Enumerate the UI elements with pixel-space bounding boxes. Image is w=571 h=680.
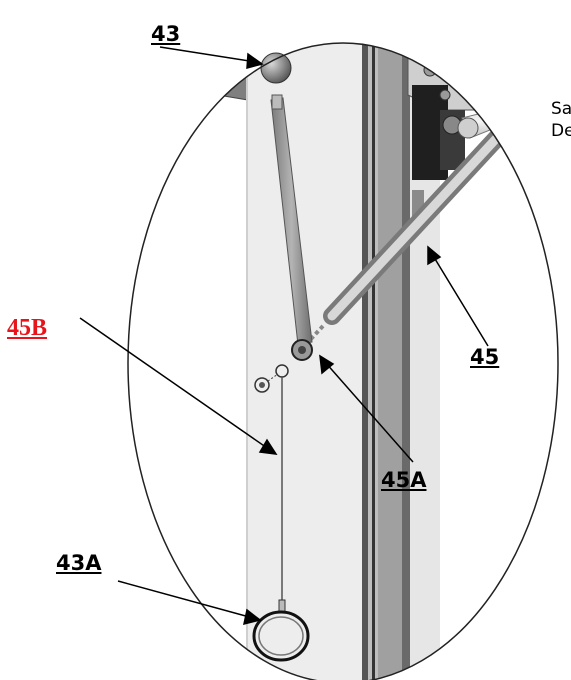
knob-43 xyxy=(260,52,292,84)
pull-ring-43a xyxy=(252,599,310,662)
fastener-45b xyxy=(254,364,289,393)
leader-43 xyxy=(159,46,257,63)
magnifier-outline xyxy=(127,42,559,680)
leader-lines xyxy=(79,46,489,626)
rod-45 xyxy=(308,106,527,342)
leader-45b xyxy=(79,317,271,451)
label-45b: 45B xyxy=(7,315,48,341)
label-45a: 45A xyxy=(381,468,427,492)
label-45: 45 xyxy=(470,345,500,369)
rod-43 xyxy=(270,94,313,346)
label-43a: 43A xyxy=(56,551,102,575)
side-note-line-2: De xyxy=(551,121,571,141)
coupler-45a xyxy=(291,339,313,361)
label-43: 43 xyxy=(151,22,181,46)
leader-43a xyxy=(117,580,254,619)
leader-45 xyxy=(431,253,489,347)
vertical-post xyxy=(247,43,362,680)
leader-45a xyxy=(324,361,414,463)
side-note-line-1: Sa xyxy=(551,99,571,119)
